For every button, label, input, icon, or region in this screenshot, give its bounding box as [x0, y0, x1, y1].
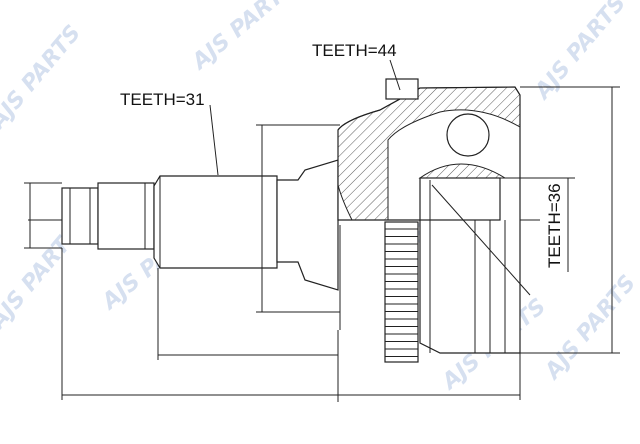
outer-teeth-label: TEETH=44 — [312, 41, 397, 60]
abs-ring-body — [384, 221, 419, 363]
dimension-lines — [24, 59, 620, 402]
threaded-stub — [61, 182, 155, 250]
watermark: AJS PARTS — [0, 21, 86, 136]
abs-ring — [384, 221, 419, 363]
watermark: AJS PARTS — [186, 0, 301, 76]
shaft-neck — [276, 159, 339, 291]
watermark: AJS PARTS — [529, 0, 631, 105]
watermark: AJS PARTS — [539, 271, 640, 386]
inner-teeth-label: TEETH=36 — [545, 183, 564, 268]
bell-housing — [337, 86, 521, 354]
splined-shaft — [153, 175, 278, 269]
shaft-teeth-label: TEETH=31 — [120, 90, 205, 109]
outer-teeth-marker — [385, 78, 419, 100]
